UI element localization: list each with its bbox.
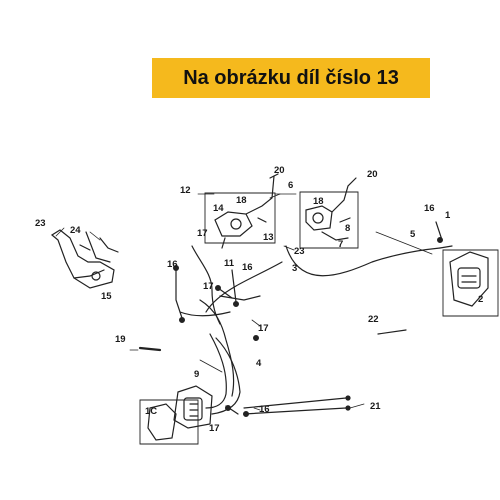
callout-18b: 18 (313, 196, 324, 207)
callout-17a: 17 (197, 228, 208, 239)
banjo-16a (175, 267, 183, 319)
callout-7: 7 (338, 239, 343, 250)
callout-22: 22 (368, 314, 379, 325)
callout-16b: 16 (242, 262, 253, 273)
callout-10: 1C (145, 406, 157, 417)
hose-4b (205, 333, 227, 409)
banjo-16c (231, 269, 237, 303)
callout-23b: 23 (294, 246, 305, 257)
callout-9: 9 (194, 369, 199, 380)
callout-11: 11 (224, 258, 235, 269)
callout-24: 24 (70, 225, 81, 236)
callout-13: 13 (263, 232, 274, 243)
callout-2: 2 (478, 294, 483, 305)
bolt-19 (138, 346, 162, 352)
callout-17d: 17 (209, 423, 220, 434)
left-lever-assembly (50, 229, 119, 289)
callout-16d: 16 (259, 404, 270, 415)
callout-21: 21 (370, 401, 381, 412)
callout-14: 14 (213, 203, 224, 214)
callout-6: 6 (288, 180, 293, 191)
callout-5: 5 (410, 229, 416, 240)
callout-8: 8 (345, 223, 350, 234)
callout-23a: 23 (35, 218, 46, 229)
left-caliper-10 (139, 385, 213, 445)
callout-16c: 16 (424, 203, 435, 214)
pipe-21b (243, 407, 347, 415)
part-number-banner: Na obrázku díl číslo 13 (152, 58, 430, 98)
callout-18a: 18 (236, 195, 247, 206)
pipe-22 (377, 329, 407, 335)
callout-17b: 17 (203, 281, 214, 292)
pipe-21a (243, 397, 347, 409)
master-cylinder-6 (299, 177, 359, 249)
callout-3: 3 (292, 263, 297, 274)
callout-19: 19 (115, 334, 126, 345)
hose-extra (179, 311, 231, 317)
banner-text: Na obrázku díl číslo 13 (183, 66, 399, 89)
callout-4: 4 (256, 358, 262, 369)
callout-1: 1 (445, 210, 451, 221)
banjo-16d (435, 221, 443, 241)
callout-16a: 16 (167, 259, 178, 270)
callout-15: 15 (101, 291, 112, 302)
hose-5 (285, 245, 441, 277)
hose-junction (219, 295, 261, 301)
callout-12: 12 (180, 185, 191, 196)
hose-3 (205, 261, 283, 313)
hose-4 (211, 337, 241, 415)
master-cylinder-12 (204, 173, 279, 249)
callout-20a: 20 (274, 165, 285, 176)
right-caliper-2 (439, 245, 499, 317)
callout-17c: 17 (258, 323, 269, 334)
callout-20b: 20 (367, 169, 378, 180)
hose-main (199, 299, 235, 397)
